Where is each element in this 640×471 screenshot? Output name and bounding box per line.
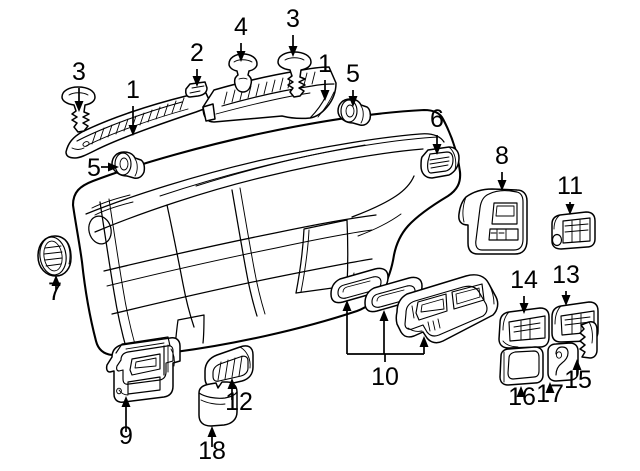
part-5-plug-grommet-right	[337, 98, 372, 126]
part-2-retainer-clip	[185, 81, 208, 98]
part-8-switch-bezel-panel	[458, 188, 528, 255]
callout-label-3a: 3	[72, 58, 86, 86]
callout-label-10: 10	[371, 363, 399, 391]
callout-label-5b: 5	[87, 154, 101, 182]
part-6-side-defroster-nozzle	[420, 146, 460, 179]
callout-leaders	[51, 35, 582, 447]
callout-label-18: 18	[198, 437, 226, 465]
part-12-vent-louver-blade	[204, 345, 254, 388]
callout-label-13: 13	[552, 261, 580, 289]
callout-label-6: 6	[430, 105, 444, 133]
part-4-grommet-clip	[228, 53, 258, 93]
callout-label-17: 17	[536, 380, 564, 408]
part-5-plug-grommet-left	[111, 151, 146, 179]
callout-label-5a: 5	[346, 60, 360, 88]
callout-label-7: 7	[48, 278, 62, 306]
callout-label-11: 11	[557, 172, 583, 200]
callout-labels: 3 1 2 4 3 1 5 5 6 8 11 7 14 13 10 9 12 1…	[48, 5, 592, 465]
part-15-clip-bracket	[579, 321, 598, 359]
part-11-small-switch-assembly	[551, 211, 596, 250]
callout-label-1b: 1	[318, 50, 332, 78]
callout-label-16: 16	[508, 383, 536, 411]
callout-label-8: 8	[495, 142, 509, 170]
callout-label-15: 15	[564, 366, 592, 394]
part-10-center-register-vent-assembly	[330, 267, 499, 344]
callout-label-14: 14	[510, 266, 538, 294]
part-7-round-side-vent	[37, 235, 72, 277]
part-16-blank-cover-switch	[499, 346, 544, 386]
callout-label-1a: 1	[126, 76, 140, 104]
part-17-switch-lever	[547, 342, 579, 382]
part-9-lower-register-vent-assembly	[105, 336, 181, 403]
callout-label-2: 2	[190, 39, 204, 67]
callout-label-3b: 3	[286, 5, 300, 33]
part-18-knob-cap	[198, 381, 238, 427]
callout-label-12: 12	[225, 388, 253, 416]
callout-label-4: 4	[234, 13, 248, 41]
callout-label-9: 9	[119, 422, 133, 450]
part-14-center-switch-left	[498, 307, 550, 349]
